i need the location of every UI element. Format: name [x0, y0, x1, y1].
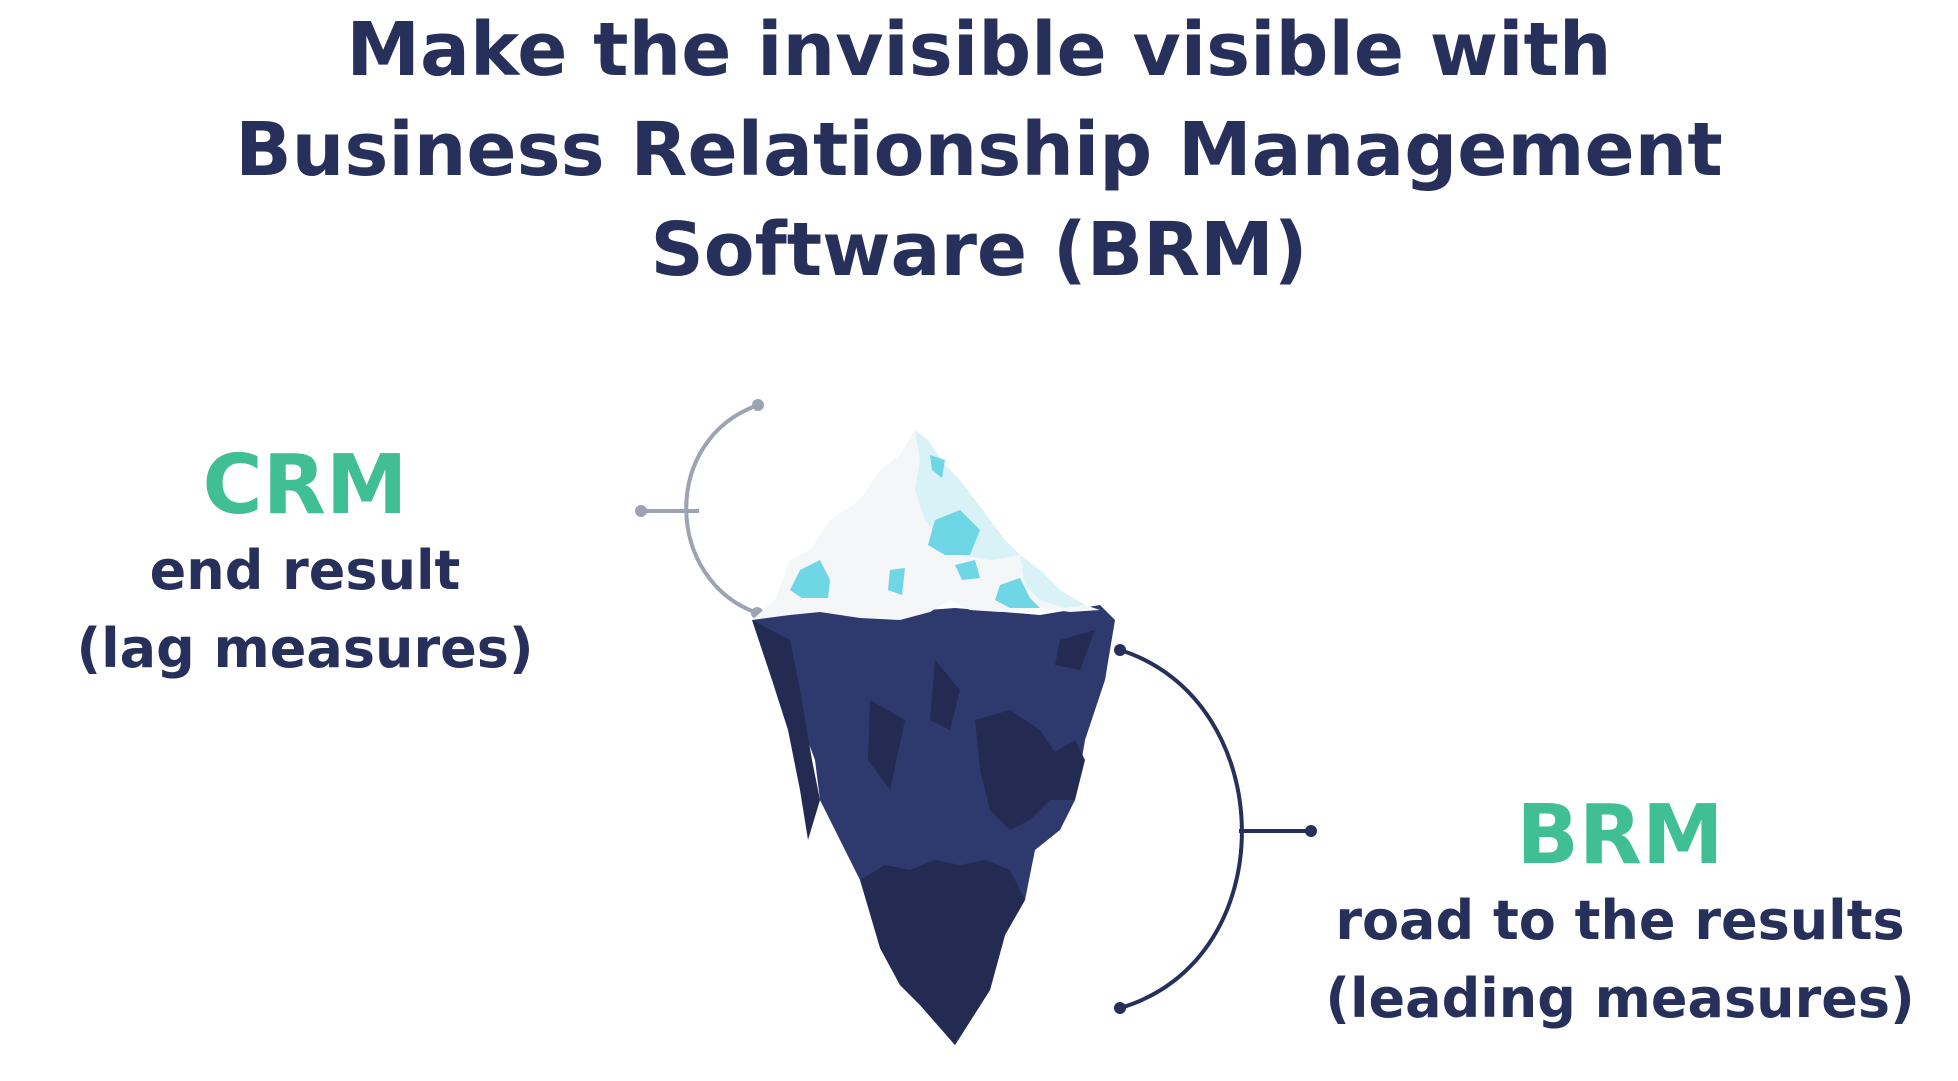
- brm-label-block: BRM road to the results (leading measure…: [1310, 790, 1930, 1038]
- iceberg-tip: [752, 430, 1100, 620]
- crm-line-1: end result: [149, 539, 461, 602]
- tip-bracket-dot-mid: [635, 505, 647, 517]
- ice-facet-cyan-4: [888, 568, 905, 595]
- tip-bracket-dot-top: [752, 399, 764, 411]
- brm-line-2: (leading measures): [1325, 967, 1915, 1030]
- page-title: Make the invisible visible with Business…: [0, 0, 1958, 300]
- ice-facet-cyan-3: [790, 560, 830, 598]
- crm-heading: CRM: [202, 438, 408, 533]
- iceberg-shadow-1: [752, 620, 820, 840]
- underwater-bracket-dot-top: [1114, 644, 1126, 656]
- ice-facet-cyan-1: [930, 455, 945, 478]
- iceberg-shadow-6: [1055, 630, 1095, 670]
- underwater-bracket-dot-bottom: [1114, 1002, 1126, 1014]
- crm-label-block: CRM end result (lag measures): [60, 440, 550, 688]
- iceberg-shadow-2: [860, 860, 1025, 1045]
- iceberg-shadow-7: [1040, 740, 1085, 800]
- crm-line-2: (lag measures): [76, 617, 534, 680]
- title-line-2: Business Relationship Management: [235, 107, 1723, 193]
- brm-heading: BRM: [1516, 788, 1724, 883]
- brm-line-1: road to the results: [1335, 889, 1905, 952]
- iceberg-shadow-5: [975, 710, 1060, 830]
- underwater-bracket-arc: [1119, 648, 1244, 1010]
- underwater-bracket: [1114, 644, 1317, 1014]
- ice-facet-cyan-5: [955, 560, 980, 580]
- ice-facet-cyan-6: [995, 578, 1040, 608]
- iceberg-shadow-4: [868, 700, 905, 790]
- title-line-1: Make the invisible visible with: [346, 7, 1612, 93]
- ice-facet-cyan-2: [928, 510, 980, 555]
- iceberg-underwater: [752, 605, 1115, 1045]
- iceberg-shadow-3: [930, 660, 960, 730]
- tip-bracket: [635, 399, 764, 619]
- ice-facet-light-2: [1020, 555, 1085, 608]
- iceberg-illustration: [752, 430, 1115, 1045]
- title-line-3: Software (BRM): [650, 207, 1308, 293]
- underwater-bracket-dot-mid: [1305, 825, 1317, 837]
